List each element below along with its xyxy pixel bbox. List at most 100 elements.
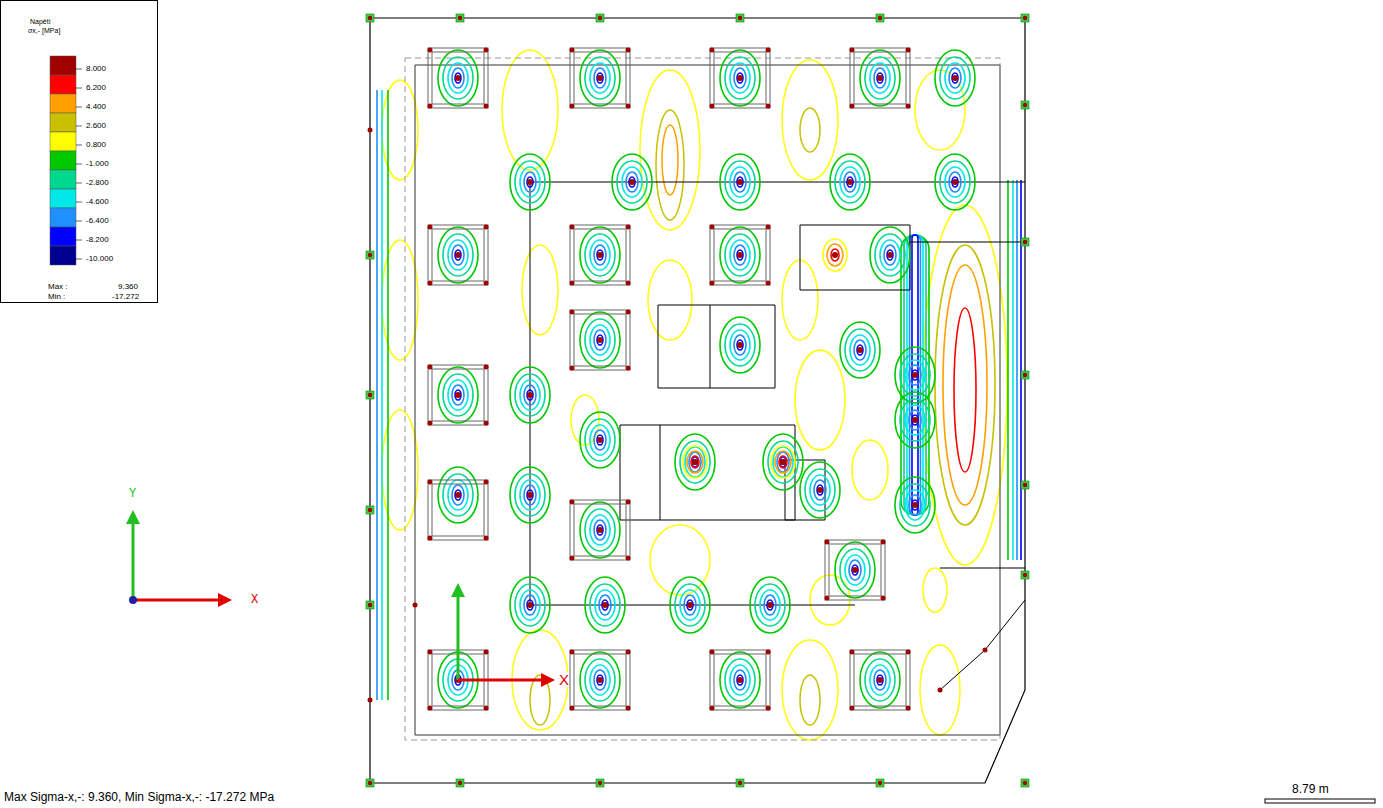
legend-value: 8.000 <box>86 65 106 73</box>
contour <box>814 480 826 500</box>
node-dot <box>780 459 786 465</box>
node-dot <box>368 253 372 257</box>
contour <box>580 312 620 368</box>
contour <box>767 600 773 610</box>
contour <box>687 600 693 610</box>
legend-swatch <box>50 170 76 189</box>
contour <box>590 240 610 270</box>
x-axis-head <box>218 593 232 607</box>
node-dot <box>912 372 918 378</box>
contour <box>900 399 930 441</box>
contour <box>597 73 603 83</box>
node-dot <box>527 392 533 398</box>
node-dot <box>692 459 698 465</box>
contour <box>764 595 776 615</box>
node-dot <box>428 706 433 711</box>
contour <box>874 68 886 88</box>
contour <box>943 265 987 505</box>
contour <box>527 390 533 400</box>
legend-tick <box>76 145 82 146</box>
contour <box>580 502 620 558</box>
contour <box>725 324 755 366</box>
contour <box>800 462 840 518</box>
legend-tick <box>76 126 82 127</box>
contour <box>597 335 603 345</box>
contour <box>622 167 642 197</box>
structure-line <box>1016 180 1018 560</box>
node-dot <box>368 393 372 397</box>
contour <box>949 172 961 192</box>
contour <box>452 68 464 88</box>
support-square <box>366 779 374 787</box>
contour <box>760 590 780 620</box>
contour <box>734 172 746 192</box>
node-dot <box>484 48 489 53</box>
contour <box>844 172 856 192</box>
node-dot <box>850 706 855 711</box>
support-square <box>366 506 374 514</box>
node-dot <box>766 281 771 286</box>
node-dot <box>817 487 823 493</box>
node-dot <box>766 48 771 53</box>
legend-swatch <box>50 75 76 94</box>
legend-swatch <box>50 56 76 75</box>
contour <box>585 57 615 99</box>
contour <box>452 385 464 405</box>
local-x-axis <box>458 679 541 682</box>
contour <box>860 652 900 708</box>
node-dot <box>857 347 863 353</box>
contour <box>520 167 540 197</box>
x-axis <box>133 599 218 602</box>
node-dot <box>850 650 855 655</box>
contour <box>737 340 743 350</box>
node-dot <box>570 48 575 53</box>
node-dot <box>906 48 911 53</box>
column-head <box>432 484 484 536</box>
contour <box>594 430 606 450</box>
node-dot <box>766 650 771 655</box>
contour <box>775 451 791 473</box>
contour <box>580 412 620 468</box>
local-y-axis <box>457 597 460 680</box>
contour <box>912 235 918 515</box>
contour <box>448 380 468 410</box>
contour <box>857 345 863 355</box>
node-dot <box>1023 373 1027 377</box>
node-dot <box>1023 103 1027 107</box>
structure-line <box>660 425 661 520</box>
contour <box>585 319 615 361</box>
contour <box>438 467 478 523</box>
legend-value: -10.000 <box>86 255 113 263</box>
node-dot <box>738 16 742 20</box>
contour <box>455 390 461 400</box>
contour <box>755 584 785 626</box>
contour <box>870 227 910 283</box>
contour <box>452 485 464 505</box>
contour <box>692 457 698 467</box>
contour <box>850 335 870 365</box>
contour <box>750 577 790 633</box>
contour <box>730 240 750 270</box>
node-dot <box>484 365 489 370</box>
contour <box>852 440 888 500</box>
node-dot <box>626 366 631 371</box>
node-dot <box>484 650 489 655</box>
contour <box>580 652 620 708</box>
contour <box>905 405 925 435</box>
node-dot <box>602 602 608 608</box>
contour <box>599 595 611 615</box>
node-dot <box>877 75 883 81</box>
support-square <box>1021 571 1029 579</box>
node-dot <box>626 310 631 315</box>
contour <box>800 675 820 725</box>
node-dot <box>825 596 830 601</box>
node-dot <box>597 437 603 443</box>
node-dot <box>484 536 489 541</box>
node-dot <box>455 392 461 398</box>
contour <box>935 154 975 210</box>
column-head <box>428 365 488 425</box>
contour <box>680 441 710 483</box>
column-head <box>570 225 630 285</box>
contour <box>909 495 921 515</box>
structure-line <box>940 568 1025 569</box>
